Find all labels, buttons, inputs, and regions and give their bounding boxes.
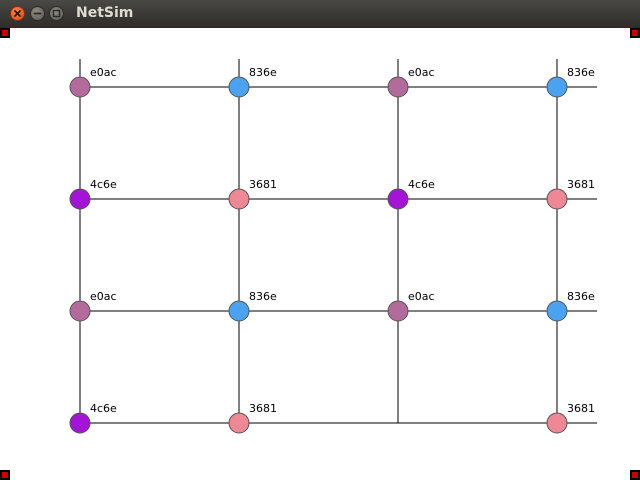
node-836e[interactable]: 836e	[546, 66, 595, 98]
close-window-button[interactable]	[10, 6, 25, 21]
node-4c6e[interactable]: 4c6e	[387, 178, 435, 210]
node-circle[interactable]	[228, 412, 250, 434]
node-label: 3681	[567, 402, 595, 415]
resize-handle-top-left[interactable]	[0, 28, 10, 38]
maximize-window-button[interactable]	[49, 6, 64, 21]
node-4c6e[interactable]: 4c6e	[69, 402, 117, 434]
node-3681[interactable]: 3681	[546, 402, 595, 434]
node-circle[interactable]	[546, 76, 568, 98]
network-canvas[interactable]: e0ac 836e e0ac 836e 4c6e 3681 4c6e 3681 e0ac 836e…	[0, 28, 640, 480]
node-label: 836e	[249, 290, 277, 303]
edge-layer	[79, 59, 597, 424]
node-label: e0ac	[90, 66, 117, 79]
node-label: 836e	[249, 66, 277, 79]
node-circle[interactable]	[69, 76, 91, 98]
node-circle[interactable]	[69, 412, 91, 434]
title-bar: NetSim	[0, 0, 640, 28]
node-label: e0ac	[90, 290, 117, 303]
node-label: 4c6e	[90, 178, 117, 191]
node-e0ac[interactable]: e0ac	[69, 66, 117, 98]
window-title: NetSim	[76, 5, 134, 21]
node-4c6e[interactable]: 4c6e	[69, 178, 117, 210]
close-icon	[14, 10, 21, 17]
network-graph: e0ac 836e e0ac 836e 4c6e 3681 4c6e 3681 e0ac 836e…	[69, 59, 597, 434]
node-circle[interactable]	[387, 188, 409, 210]
node-circle[interactable]	[69, 300, 91, 322]
node-layer: e0ac 836e e0ac 836e 4c6e 3681 4c6e 3681 e0ac 836e…	[69, 66, 595, 434]
node-label: e0ac	[408, 290, 435, 303]
node-e0ac[interactable]: e0ac	[387, 290, 435, 322]
node-label: 3681	[249, 178, 277, 191]
node-circle[interactable]	[387, 76, 409, 98]
node-circle[interactable]	[228, 76, 250, 98]
node-circle[interactable]	[69, 188, 91, 210]
maximize-icon	[52, 9, 61, 18]
resize-handle-top-right[interactable]	[630, 28, 640, 38]
node-circle[interactable]	[228, 300, 250, 322]
resize-handle-bottom-left[interactable]	[0, 470, 10, 480]
node-836e[interactable]: 836e	[228, 66, 277, 98]
node-label: e0ac	[408, 66, 435, 79]
minimize-icon	[33, 12, 42, 15]
node-label: 836e	[567, 290, 595, 303]
node-circle[interactable]	[546, 300, 568, 322]
node-circle[interactable]	[546, 188, 568, 210]
node-e0ac[interactable]: e0ac	[69, 290, 117, 322]
node-3681[interactable]: 3681	[546, 178, 595, 210]
node-3681[interactable]: 3681	[228, 402, 277, 434]
minimize-window-button[interactable]	[30, 6, 45, 21]
node-836e[interactable]: 836e	[546, 290, 595, 322]
node-836e[interactable]: 836e	[228, 290, 277, 322]
node-circle[interactable]	[387, 300, 409, 322]
node-label: 3681	[567, 178, 595, 191]
node-label: 4c6e	[408, 178, 435, 191]
node-label: 4c6e	[90, 402, 117, 415]
node-circle[interactable]	[228, 188, 250, 210]
node-3681[interactable]: 3681	[228, 178, 277, 210]
resize-handle-bottom-right[interactable]	[630, 470, 640, 480]
node-e0ac[interactable]: e0ac	[387, 66, 435, 98]
node-circle[interactable]	[546, 412, 568, 434]
node-label: 836e	[567, 66, 595, 79]
node-label: 3681	[249, 402, 277, 415]
